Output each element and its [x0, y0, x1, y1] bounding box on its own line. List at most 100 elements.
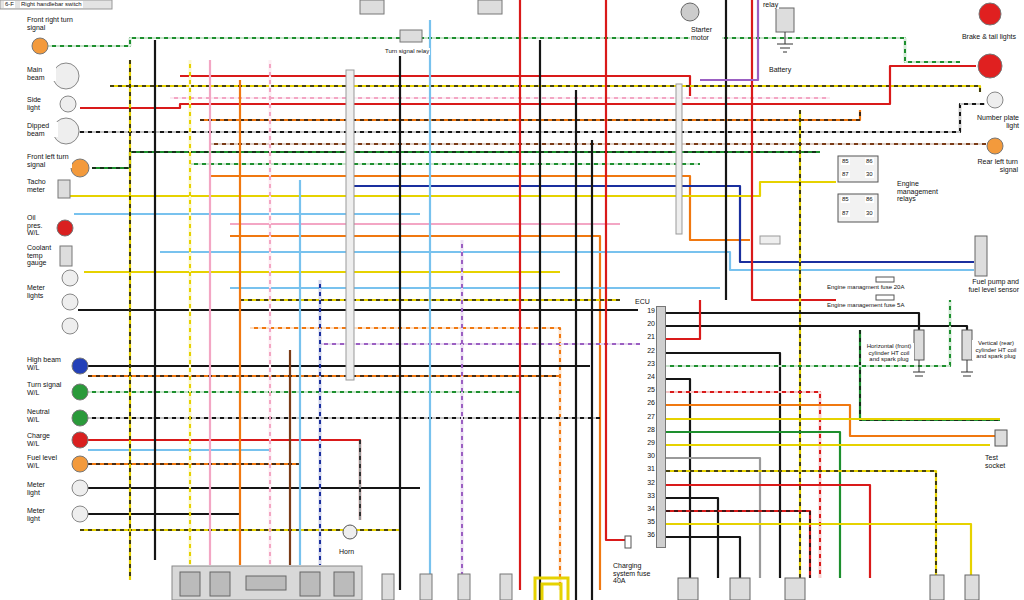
component-label: Coolant temp gauge [26, 244, 58, 267]
wire [319, 280, 321, 565]
pin-number: 36 [638, 531, 656, 539]
component-symbol [913, 360, 925, 376]
wire [129, 60, 131, 580]
component-symbol [995, 430, 1007, 446]
wire [666, 458, 760, 578]
component-symbol [72, 384, 88, 400]
pin-number: 24 [638, 373, 656, 381]
wire [239, 80, 241, 565]
component-symbol [987, 92, 1003, 108]
component-symbol [785, 578, 805, 600]
wire [250, 328, 560, 590]
wire [88, 375, 560, 377]
pin-number: 87 [841, 171, 850, 178]
component-label: Battery [768, 66, 792, 74]
component-symbol [53, 63, 79, 89]
pin-number: 86 [865, 158, 874, 165]
component-symbol [420, 574, 432, 600]
wire [319, 280, 321, 565]
component-symbol [978, 54, 1002, 78]
component-label: High beam W/L [26, 356, 68, 371]
wire [666, 511, 810, 578]
wire [666, 537, 740, 578]
wire [74, 213, 420, 215]
wire [461, 240, 463, 590]
wire [429, 20, 431, 590]
wire [88, 365, 590, 367]
pin-number: 23 [638, 360, 656, 368]
wire [289, 350, 291, 565]
wire [88, 487, 420, 489]
component-symbol [334, 572, 354, 596]
component-symbol [979, 3, 1001, 25]
wire [88, 417, 600, 419]
component-label: Horn [338, 548, 355, 556]
wire [250, 328, 560, 590]
pin-number: 87 [841, 210, 850, 217]
pin-number: 28 [638, 426, 656, 434]
component-symbol [730, 578, 750, 600]
wire [399, 56, 401, 590]
wire [666, 432, 840, 578]
component-symbol [535, 578, 568, 600]
wire [48, 38, 960, 62]
component-symbol [57, 220, 73, 236]
wire [60, 104, 985, 132]
wire [799, 110, 801, 600]
wire [269, 60, 271, 565]
pin-number: 20 [638, 320, 656, 328]
component-symbol [32, 38, 48, 54]
wire [299, 180, 301, 565]
wire [230, 287, 720, 289]
component-symbol [625, 536, 631, 548]
component-symbol [71, 159, 89, 177]
component-symbol [210, 572, 230, 596]
wire [190, 163, 700, 165]
component-label: Rear left turn signal [965, 158, 1019, 173]
component-symbol [987, 138, 1003, 154]
wire [359, 440, 361, 520]
component-symbol [62, 270, 78, 286]
component-symbol [0, 0, 112, 9]
component-symbol [400, 30, 422, 42]
component-symbol [62, 318, 78, 334]
pin-number: 86 [865, 196, 874, 203]
component-symbol [60, 246, 72, 266]
component-symbol [876, 295, 894, 300]
ecu-heading: ECU [634, 298, 651, 306]
pin-number: 26 [638, 399, 656, 407]
wire [666, 511, 810, 578]
wire [209, 60, 211, 565]
component-label: Charge W/L [26, 432, 60, 447]
pin-number: 27 [638, 413, 656, 421]
wire [359, 440, 361, 520]
wire [129, 60, 131, 580]
wire [92, 152, 820, 168]
component-symbol [500, 574, 512, 600]
component-symbol [838, 194, 878, 222]
component-symbol [300, 572, 320, 596]
wire [92, 152, 820, 168]
pin-number: 34 [638, 505, 656, 513]
wire [160, 252, 974, 270]
pin-number: 22 [638, 347, 656, 355]
component-symbol [975, 236, 987, 276]
component-label: Charging system fuse 40A [612, 562, 660, 585]
component-label: Neutral W/L [26, 408, 62, 423]
component-label: Turn signal W/L [26, 381, 70, 396]
component-symbol [961, 360, 973, 376]
component-symbol [58, 180, 70, 198]
wire [725, 0, 727, 300]
wire [799, 110, 801, 600]
component-symbol [346, 70, 354, 380]
wire [154, 40, 156, 560]
wire [666, 524, 971, 575]
component-label: Test socket [984, 454, 1020, 469]
wire [189, 60, 191, 565]
wire [80, 66, 976, 108]
wire [189, 60, 191, 565]
component-label: Meter light [26, 481, 54, 496]
component-symbol [72, 506, 88, 522]
